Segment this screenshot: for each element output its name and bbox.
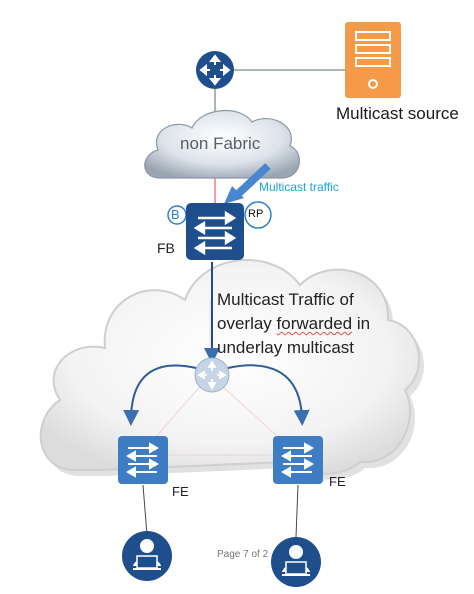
fabric-edge-right-label: FE bbox=[329, 474, 346, 489]
non-fabric-label: non Fabric bbox=[180, 134, 261, 153]
multicast-to-fe-right-arrow bbox=[227, 364, 310, 426]
fe-left-to-user-link bbox=[142, 484, 148, 536]
border-switch-icon[interactable] bbox=[186, 203, 244, 260]
overlay-annotation-line-3: underlay multicast bbox=[217, 338, 355, 357]
border-badge: B bbox=[171, 207, 180, 222]
user-laptop-icon-left[interactable] bbox=[122, 531, 172, 581]
edge-switch-right-icon[interactable] bbox=[273, 436, 323, 484]
overlay-annotation-line-2: overlay forwarded in bbox=[217, 312, 417, 336]
fabric-border-label: FB bbox=[157, 240, 175, 256]
overlay-annotation-line-1: Multicast Traffic of bbox=[217, 290, 354, 309]
overlay-annotation-line-2-pre: overlay bbox=[217, 314, 277, 333]
page-number: Page 7 of 2 bbox=[217, 549, 269, 560]
router-icon[interactable] bbox=[196, 51, 234, 89]
fabric-edge-left-label: FE bbox=[172, 484, 189, 499]
overlay-annotation: Multicast Traffic of overlay forwarded i… bbox=[217, 288, 417, 360]
overlay-annotation-line-2-post: in bbox=[352, 314, 371, 333]
fabric-router-icon[interactable] bbox=[194, 357, 230, 393]
multicast-source-label: Multicast source bbox=[336, 104, 459, 123]
fe-right-to-user-link bbox=[295, 484, 299, 538]
rp-badge-circle bbox=[244, 201, 272, 229]
server-icon[interactable] bbox=[345, 22, 401, 98]
user-laptop-icon-right[interactable] bbox=[271, 537, 321, 587]
rp-badge: RP bbox=[248, 208, 264, 220]
non-fabric-cloud bbox=[144, 109, 300, 179]
multicast-traffic-arrow bbox=[224, 163, 271, 204]
multicast-to-fe-left-arrow bbox=[123, 364, 197, 426]
edge-switch-left-icon[interactable] bbox=[118, 436, 168, 484]
multicast-traffic-label: Multicast traffic bbox=[259, 180, 339, 194]
spellcheck-word: forwarded bbox=[276, 314, 353, 333]
